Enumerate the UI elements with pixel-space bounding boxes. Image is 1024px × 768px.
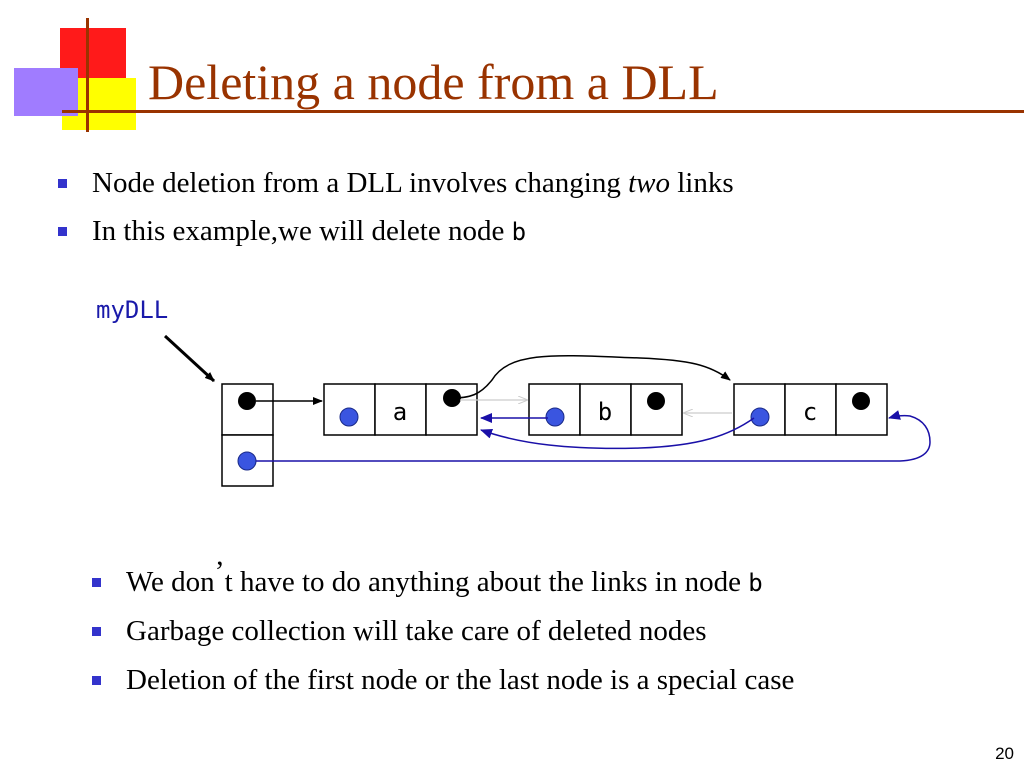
bullet-square-icon xyxy=(58,179,67,188)
node-prev-dot xyxy=(339,407,359,427)
node-c: c xyxy=(733,383,888,436)
deco-purple-square xyxy=(14,68,78,116)
node-prev-dot xyxy=(545,407,565,427)
header-head-dot xyxy=(238,392,256,410)
bullet-code: b xyxy=(748,569,763,597)
bullet-code: b xyxy=(511,218,527,246)
bullet-item: In this example,we will delete node b xyxy=(58,211,734,259)
bullet-item: Garbage collection will take care of del… xyxy=(92,611,794,660)
bullet-square-icon xyxy=(92,676,101,685)
node-b: b xyxy=(528,383,683,436)
tail-link-arrow xyxy=(865,410,931,462)
node-value-cell xyxy=(784,383,837,436)
bottom-bullet-list: We don’t have to do anything about the l… xyxy=(92,555,794,709)
bullet-square-icon xyxy=(92,627,101,636)
list-header xyxy=(221,383,274,487)
node-value: a xyxy=(393,398,407,426)
bullet-text: Node deletion from a DLL involves changi… xyxy=(92,167,629,199)
bullet-text: In this example,we will delete node xyxy=(92,215,512,247)
node-value: b xyxy=(598,398,612,426)
title-vertical-rule xyxy=(86,18,89,132)
node-next-dot xyxy=(852,392,870,410)
page-number: 20 xyxy=(995,744,1014,763)
bullet-item: Deletion of the first node or the last n… xyxy=(92,660,794,709)
node-a: a xyxy=(323,383,478,436)
bullet-square-icon xyxy=(92,578,101,587)
rerouted-next-link-arrow xyxy=(451,354,731,399)
header-tail-dot xyxy=(237,451,257,471)
rerouted-prev-link-arrow xyxy=(480,417,755,450)
label-pointer-arrow xyxy=(163,334,216,383)
bullet-apostrophe: ’ xyxy=(214,555,225,588)
slide-title: Deleting a node from a DLL xyxy=(148,54,719,110)
bullet-text: Deletion of the first node or the last n… xyxy=(126,664,795,696)
bullet-text: Garbage collection will take care of del… xyxy=(126,615,707,647)
bullet-item: Node deletion from a DLL involves changi… xyxy=(58,163,734,211)
top-bullet-list: Node deletion from a DLL involves changi… xyxy=(58,163,734,259)
title-underline xyxy=(62,110,1024,113)
bullet-text: We don xyxy=(126,566,215,598)
bullet-square-icon xyxy=(58,227,67,236)
list-label: myDLL xyxy=(96,296,168,324)
node-next-dot xyxy=(647,392,665,410)
bullet-item: We don’t have to do anything about the l… xyxy=(92,555,794,611)
node-value-cell xyxy=(579,383,632,436)
bullet-text: links xyxy=(670,167,734,199)
bullet-text: t have to do anything about the links in… xyxy=(224,566,749,598)
bullet-emphasis: two xyxy=(628,167,670,199)
node-value: c xyxy=(803,398,817,426)
node-prev-dot xyxy=(750,407,770,427)
